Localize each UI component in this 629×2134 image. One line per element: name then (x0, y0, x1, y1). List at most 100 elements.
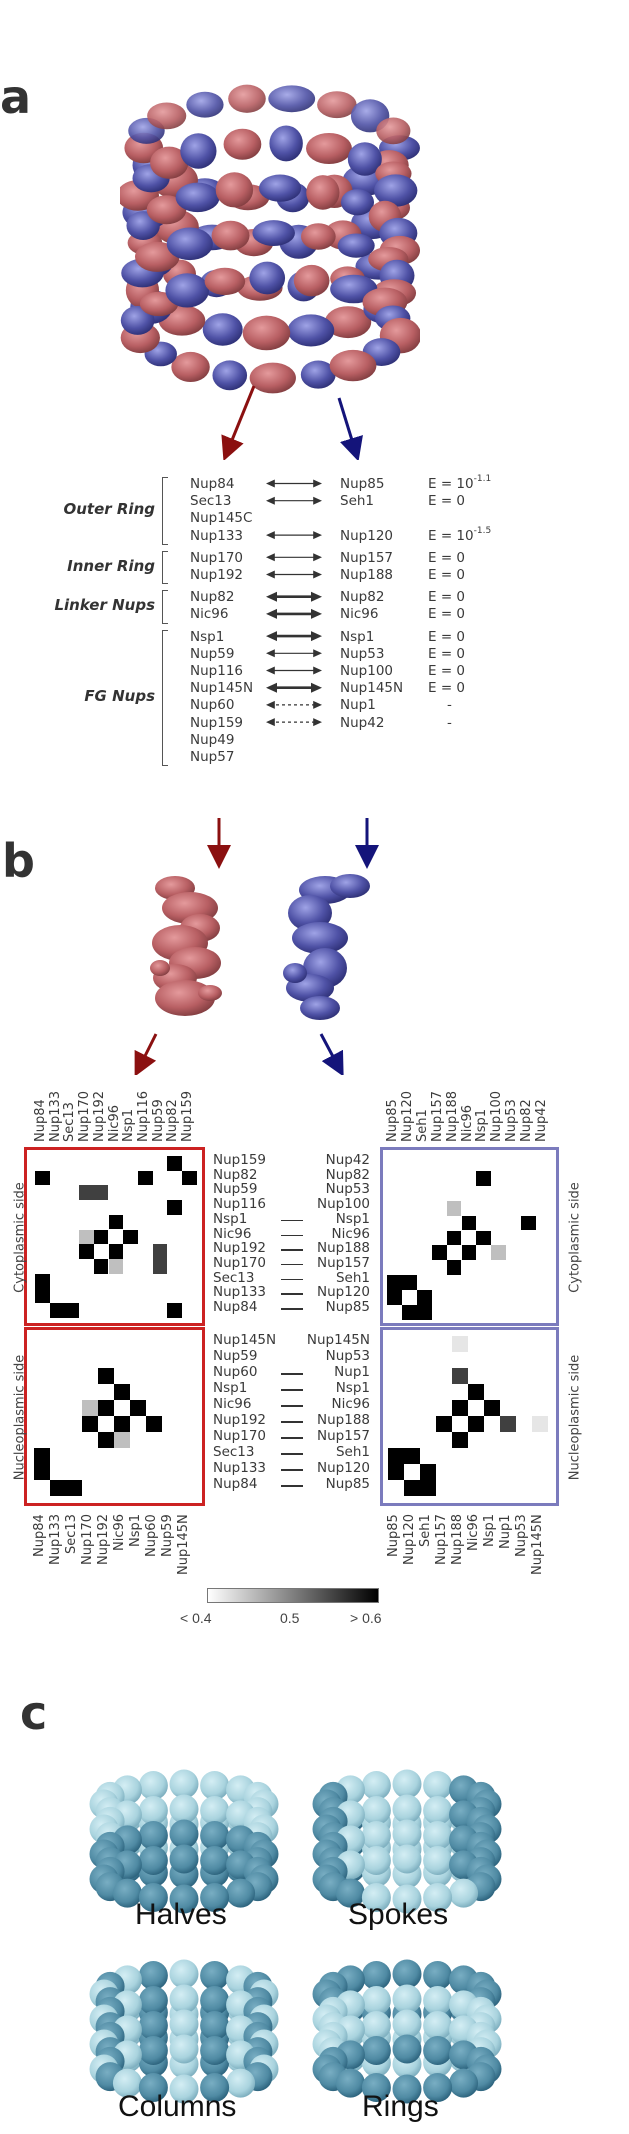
bead (169, 1959, 199, 1989)
arrowhead-left-icon (266, 591, 277, 602)
pair-dash (281, 1278, 303, 1281)
matrix-cell (431, 1245, 447, 1261)
pair-dash (281, 1421, 303, 1423)
left-nup-label: Nup84 (190, 476, 235, 492)
bead (361, 1882, 391, 1912)
blue-subunit (120, 305, 155, 335)
panel-label-a: a (0, 70, 32, 124)
row-label-right: Nup82 (325, 1166, 370, 1183)
matrix-cell (521, 1215, 536, 1231)
panel-label-c: c (20, 1686, 48, 1740)
pair-dash (281, 1453, 303, 1455)
pair-dash (281, 1249, 303, 1251)
bead (138, 1821, 168, 1851)
right-nup-label: Nsp1 (340, 628, 375, 645)
pair-dash (281, 1308, 303, 1310)
arrowhead-left-icon (266, 570, 275, 579)
red-spoke-structure-image (150, 876, 222, 1016)
matrix-cell (98, 1368, 114, 1384)
left-nup-label: Nup116 (190, 663, 243, 679)
blue-spoke-subunit (283, 963, 307, 983)
column-label-bottom: Nup192 (96, 1513, 111, 1565)
arrow-red-icon (221, 385, 256, 460)
column-label-top: Nup133 (47, 1090, 63, 1142)
evalue-base: E = 0 (428, 589, 466, 606)
column-label-bottom: Nup170 (80, 1513, 95, 1565)
bead (169, 1884, 199, 1914)
blue-subunit (249, 261, 286, 295)
matrix-cell (79, 1229, 94, 1245)
column-label-bottom: Seh1 (418, 1514, 433, 1547)
matrix-cell (64, 1303, 80, 1318)
arrowhead-left-icon (266, 531, 275, 540)
pair-dash (281, 1405, 303, 1407)
right-nup-label: Nup82 (340, 589, 385, 606)
arrowhead-left-icon (266, 479, 275, 488)
matrix-cell (436, 1416, 452, 1432)
bead (361, 2011, 391, 2041)
bead (361, 1771, 391, 1801)
bead (361, 1961, 391, 1991)
bead (449, 1878, 479, 1908)
bead (423, 2072, 453, 2102)
row-label-right: Nup42 (325, 1152, 370, 1168)
column-label-bottom: Nic96 (466, 1513, 481, 1551)
row-label-right: Seh1 (335, 1269, 370, 1286)
matrix-cell (388, 1464, 404, 1480)
bead (361, 1846, 391, 1876)
panel-label-b: b (2, 834, 35, 888)
matrix-cell (468, 1384, 484, 1400)
bead (361, 1796, 391, 1826)
bead (392, 2074, 422, 2104)
bead (200, 2036, 230, 2066)
row-label-left: Nup116 (213, 1196, 266, 1213)
bead (361, 2036, 391, 2066)
matrix-cell (420, 1480, 436, 1496)
matrix-cell (82, 1400, 98, 1416)
blue-subunit (374, 174, 418, 207)
blue-subunit (202, 313, 243, 346)
column-label-top: Nup82 (165, 1099, 181, 1142)
matrix-cell (461, 1245, 477, 1261)
evalue-base: E = 0 (428, 606, 466, 623)
bead (226, 1878, 256, 1908)
blue-spoke-subunit (300, 996, 340, 1020)
blue-subunit (165, 273, 210, 308)
matrix-cell (93, 1258, 109, 1274)
bead (361, 1821, 391, 1851)
column-label-top: Nup85 (385, 1099, 400, 1142)
red-subunit (324, 306, 372, 339)
group-label: Outer Ring (63, 500, 155, 519)
arrowhead-left-icon (266, 608, 277, 619)
matrix-right_cyto (380, 1147, 559, 1326)
column-label-top: Nsp1 (474, 1108, 490, 1142)
evalue-label: E = 0 (428, 550, 465, 566)
row-label-left: Nup84 (213, 1299, 258, 1315)
matrix-cell (49, 1303, 65, 1318)
caption-rings: Rings (362, 2090, 439, 2123)
bead (138, 2072, 168, 2102)
blue-subunit (258, 174, 302, 202)
column-label-bottom: Nup145N (176, 1514, 191, 1575)
bead (423, 1821, 453, 1851)
column-label-bottom: Nup53 (514, 1514, 529, 1557)
row-label-left: Nsp1 (213, 1210, 248, 1227)
row-label-right: Nup188 (317, 1240, 370, 1257)
bead (361, 1986, 391, 2016)
bead (392, 1819, 422, 1849)
red-subunit (306, 175, 340, 210)
right-nup-label: Nup1 (340, 697, 376, 714)
row-label-right: Nup157 (317, 1428, 370, 1444)
red-subunit (242, 315, 291, 351)
left-nup-label: Sec13 (190, 493, 232, 510)
side-label-nucleoplasmic-left: Nucleoplasmic side (12, 1354, 28, 1481)
row-label-right: Nup53 (325, 1181, 370, 1198)
column-label-bottom: Nup1 (498, 1514, 513, 1550)
arrowhead-right-icon (311, 682, 322, 693)
matrix-cell (401, 1305, 417, 1320)
colorbar (207, 1588, 379, 1603)
arrow-red-diag-icon (134, 1033, 158, 1075)
column-label-top: Nup188 (444, 1090, 460, 1142)
right-nup-label: Nup42 (340, 714, 385, 731)
row-label-left: Nup59 (213, 1348, 258, 1364)
